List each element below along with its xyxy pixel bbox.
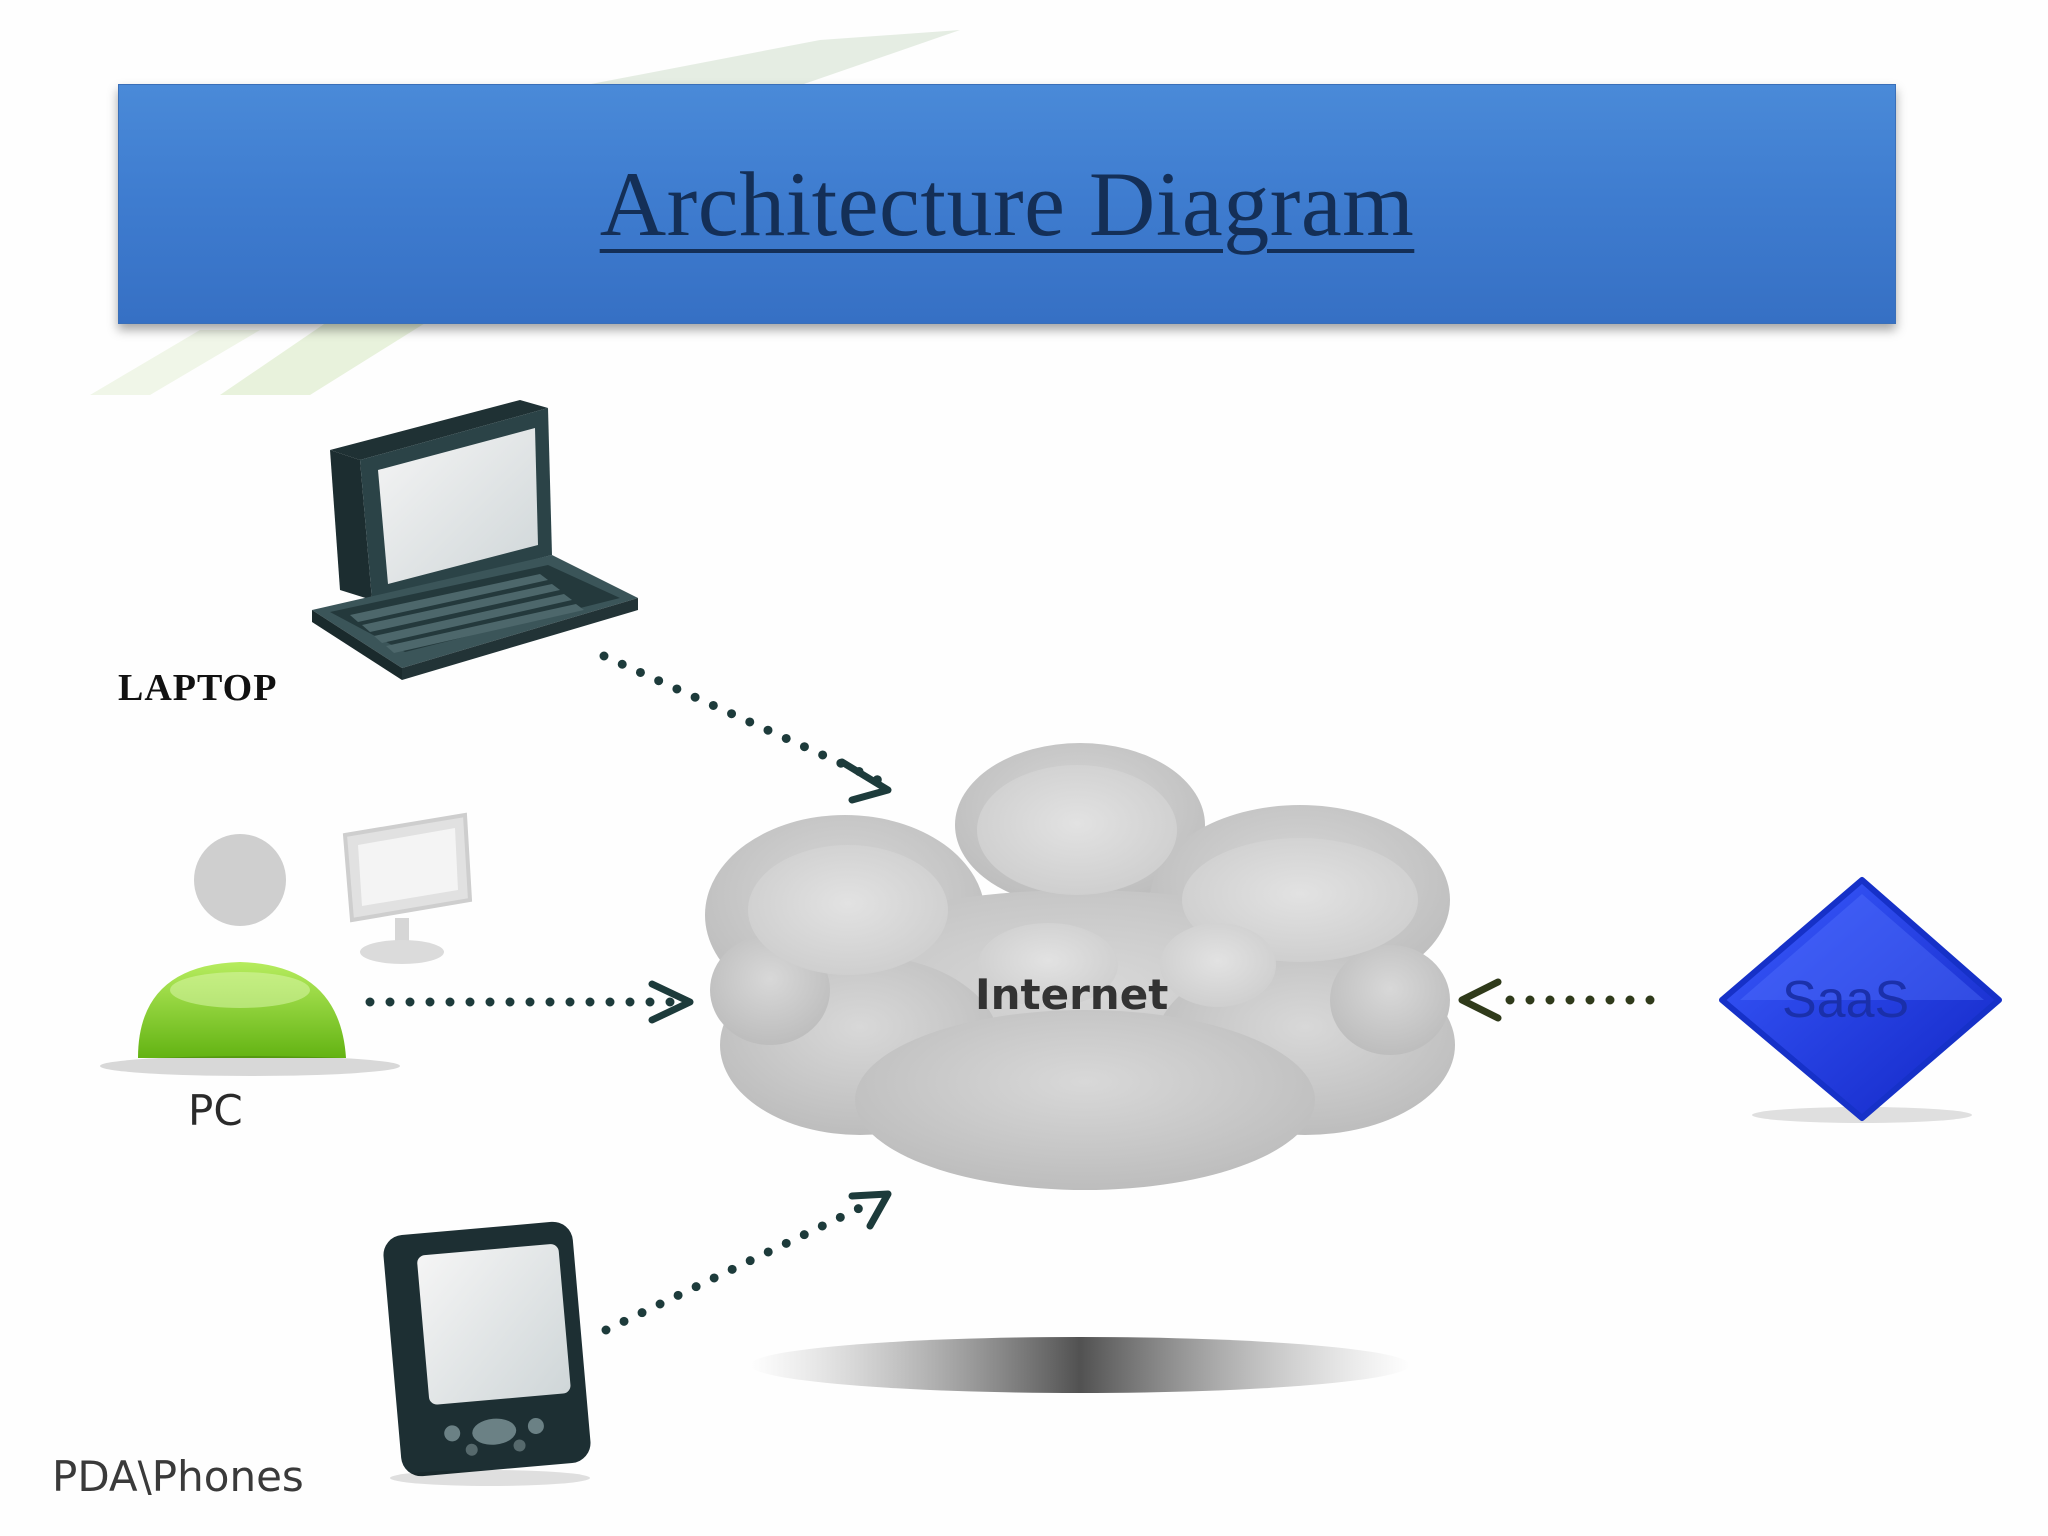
pc-label: PC	[188, 1086, 243, 1135]
laptop-label: LAPTOP	[118, 667, 278, 709]
diamond-icon	[1719, 877, 2002, 1123]
laptop-icon	[312, 400, 638, 680]
arrow-pc-to-internet	[365, 980, 694, 1024]
arrow-pda-to-internet	[601, 1190, 892, 1335]
title-bar: Architecture Diagram	[118, 84, 1896, 324]
pc-user-icon	[100, 812, 473, 1076]
page-title: Architecture Diagram	[599, 153, 1415, 255]
arrow-laptop-to-internet	[599, 651, 892, 804]
arrow-saas-to-internet	[1458, 978, 1655, 1022]
saas-label: SaaS	[1782, 971, 1910, 1029]
pda-icon	[383, 1221, 591, 1486]
pda-label: PDA\Phones	[52, 1452, 304, 1501]
cloud-icon	[705, 743, 1455, 1393]
internet-label: Internet	[975, 970, 1169, 1019]
